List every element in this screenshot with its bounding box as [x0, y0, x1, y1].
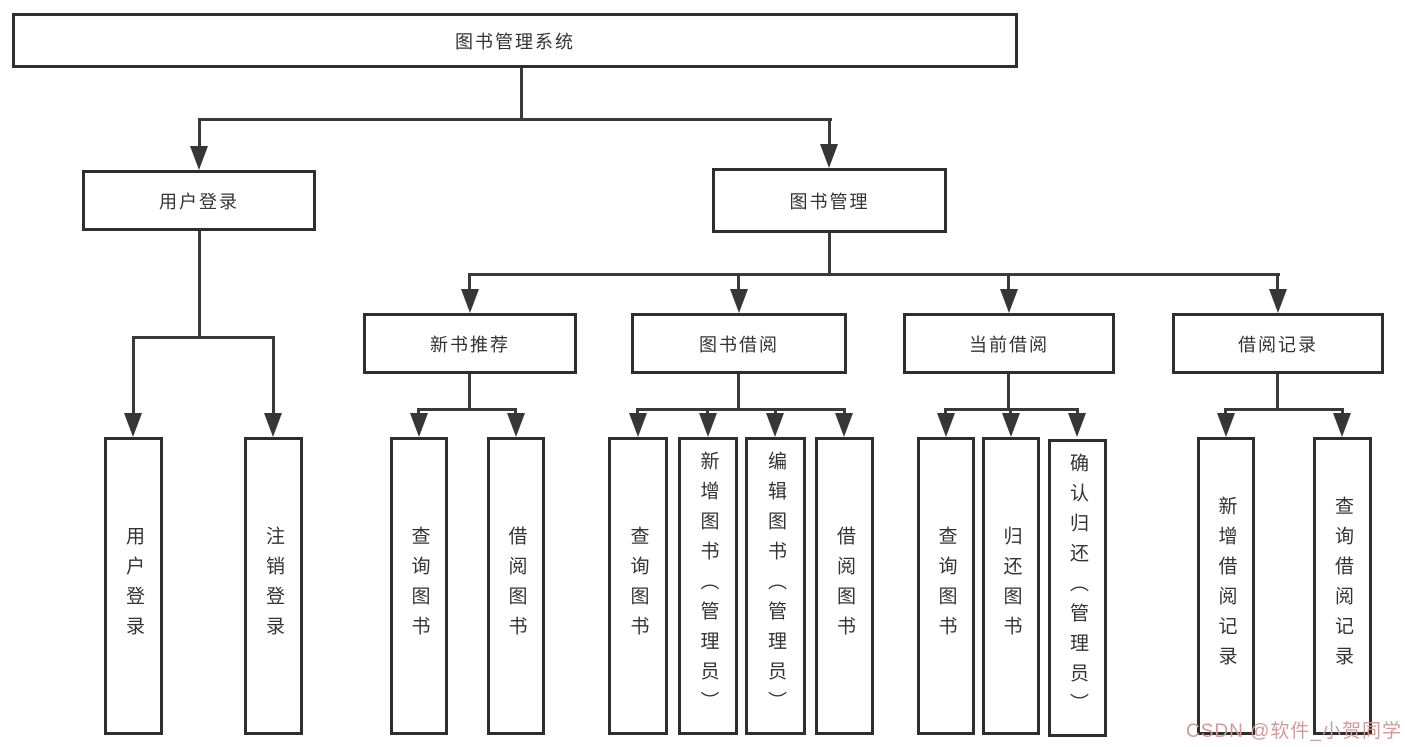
leaf-label: 借阅图书 — [834, 526, 855, 646]
arrow-down-icon — [1269, 289, 1287, 313]
connector-leaf-stem — [1341, 408, 1344, 416]
leaf-add-borrow-record: 新增借阅记录 — [1197, 437, 1255, 735]
connector-leaf-drop — [1007, 374, 1010, 411]
arrow-down-icon — [461, 289, 479, 313]
connector-leaf-stem — [272, 336, 275, 413]
connector-leaf-stem — [1076, 408, 1079, 416]
node-book-borrowing-label: 图书借阅 — [699, 334, 779, 355]
arrow-down-icon — [1068, 413, 1086, 437]
node-new-book-recommend-label: 新书推荐 — [430, 334, 510, 355]
node-root-label: 图书管理系统 — [455, 31, 575, 52]
connector-level3-stem — [737, 273, 740, 291]
leaf-query-borrow-record: 查询借阅记录 — [1313, 437, 1372, 735]
arrow-down-icon — [264, 413, 282, 437]
leaf-label: 编辑图书（管理员） — [765, 451, 786, 721]
leaf-label: 查询图书 — [408, 526, 430, 646]
leaf-return-books: 归还图书 — [982, 437, 1040, 735]
connector-leaf-stem — [1009, 408, 1012, 416]
arrow-down-icon — [629, 413, 647, 437]
leaf-borrow-books-recommend: 借阅图书 — [487, 437, 545, 735]
connector-level3-stem — [1007, 273, 1010, 291]
arrow-down-icon — [410, 413, 428, 437]
leaf-edit-books-admin: 编辑图书（管理员） — [745, 437, 806, 735]
connector-user-login-drop — [198, 231, 201, 339]
leaf-label: 用户登录 — [123, 526, 144, 646]
node-book-management-label: 图书管理 — [789, 191, 870, 212]
arrow-down-icon — [1002, 413, 1020, 437]
connector-leaf-stem — [774, 408, 777, 416]
node-new-book-recommend: 新书推荐 — [363, 313, 577, 374]
connector-level2-splitter — [198, 118, 832, 121]
node-book-borrowing: 图书借阅 — [631, 313, 847, 374]
arrow-down-icon — [937, 413, 955, 437]
node-current-borrowing: 当前借阅 — [903, 313, 1115, 374]
leaf-label: 新增借阅记录 — [1215, 496, 1237, 676]
connector-level3-stem — [468, 273, 471, 291]
connector-leaf-drop — [1276, 374, 1279, 411]
leaf-label: 查询图书 — [627, 526, 649, 646]
connector-level3-stem — [1276, 273, 1279, 291]
connector-leaf-stem — [514, 408, 517, 416]
arrow-down-icon — [124, 413, 142, 437]
node-borrowing-records: 借阅记录 — [1172, 313, 1384, 374]
arrow-down-icon — [730, 289, 748, 313]
node-root: 图书管理系统 — [12, 13, 1018, 68]
connector-leaf-stem — [706, 408, 709, 416]
node-user-login-label: 用户登录 — [159, 191, 239, 212]
connector-book-mgmt-drop — [828, 233, 831, 276]
arrow-down-icon — [835, 413, 853, 437]
leaf-label: 注销登录 — [263, 526, 284, 646]
connector-leaf-splitter — [1224, 408, 1344, 411]
leaf-query-books-current: 查询图书 — [917, 437, 975, 735]
csdn-watermark: CSDN @软件_小贺同学 — [1186, 721, 1402, 742]
connector-leaf-splitter — [636, 408, 846, 411]
connector-leaf-stem — [417, 408, 420, 416]
leaf-add-books-admin: 新增图书（管理员） — [678, 437, 738, 735]
leaf-query-books-borrow: 查询图书 — [608, 437, 668, 735]
connector-leaf-stem — [843, 408, 846, 416]
node-borrowing-records-label: 借阅记录 — [1238, 334, 1318, 355]
arrow-down-icon — [1000, 289, 1018, 313]
arrow-down-icon — [507, 413, 525, 437]
connector-leaf-stem — [636, 408, 639, 416]
leaf-label: 查询图书 — [935, 526, 957, 646]
connector-leaf-drop — [737, 374, 740, 411]
arrow-down-icon — [190, 146, 208, 170]
leaf-label: 归还图书 — [1000, 526, 1022, 646]
arrow-down-icon — [766, 413, 784, 437]
arrow-down-icon — [1333, 413, 1351, 437]
leaf-label: 查询借阅记录 — [1332, 496, 1353, 676]
leaf-user-login: 用户登录 — [104, 437, 163, 735]
connector-level3-splitter — [468, 273, 1280, 276]
connector-root-drop — [520, 68, 523, 121]
node-current-borrowing-label: 当前借阅 — [969, 334, 1049, 355]
connector-leaf-stem — [132, 336, 135, 413]
arrow-down-icon — [1217, 413, 1235, 437]
connector-user-login-stem — [198, 118, 201, 148]
arrow-down-icon — [820, 144, 838, 168]
leaf-query-books-recommend: 查询图书 — [390, 437, 448, 735]
node-book-management: 图书管理 — [712, 168, 947, 233]
connector-book-mgmt-stem — [828, 118, 831, 146]
leaf-label: 新增图书（管理员） — [697, 451, 719, 721]
leaf-borrow-books: 借阅图书 — [815, 437, 874, 735]
leaf-logout: 注销登录 — [244, 437, 303, 735]
leaf-confirm-return-admin: 确认归还（管理员） — [1048, 439, 1107, 737]
leaf-label: 确认归还（管理员） — [1067, 453, 1088, 723]
connector-leaf-splitter — [417, 408, 517, 411]
connector-leaf-drop — [468, 374, 471, 411]
connector-leaf-stem — [1224, 408, 1227, 416]
node-user-login: 用户登录 — [82, 170, 316, 231]
arrow-down-icon — [699, 413, 717, 437]
connector-leaf-stem — [944, 408, 947, 416]
leaf-label: 借阅图书 — [505, 526, 527, 646]
connector-user-login-splitter — [132, 336, 275, 339]
